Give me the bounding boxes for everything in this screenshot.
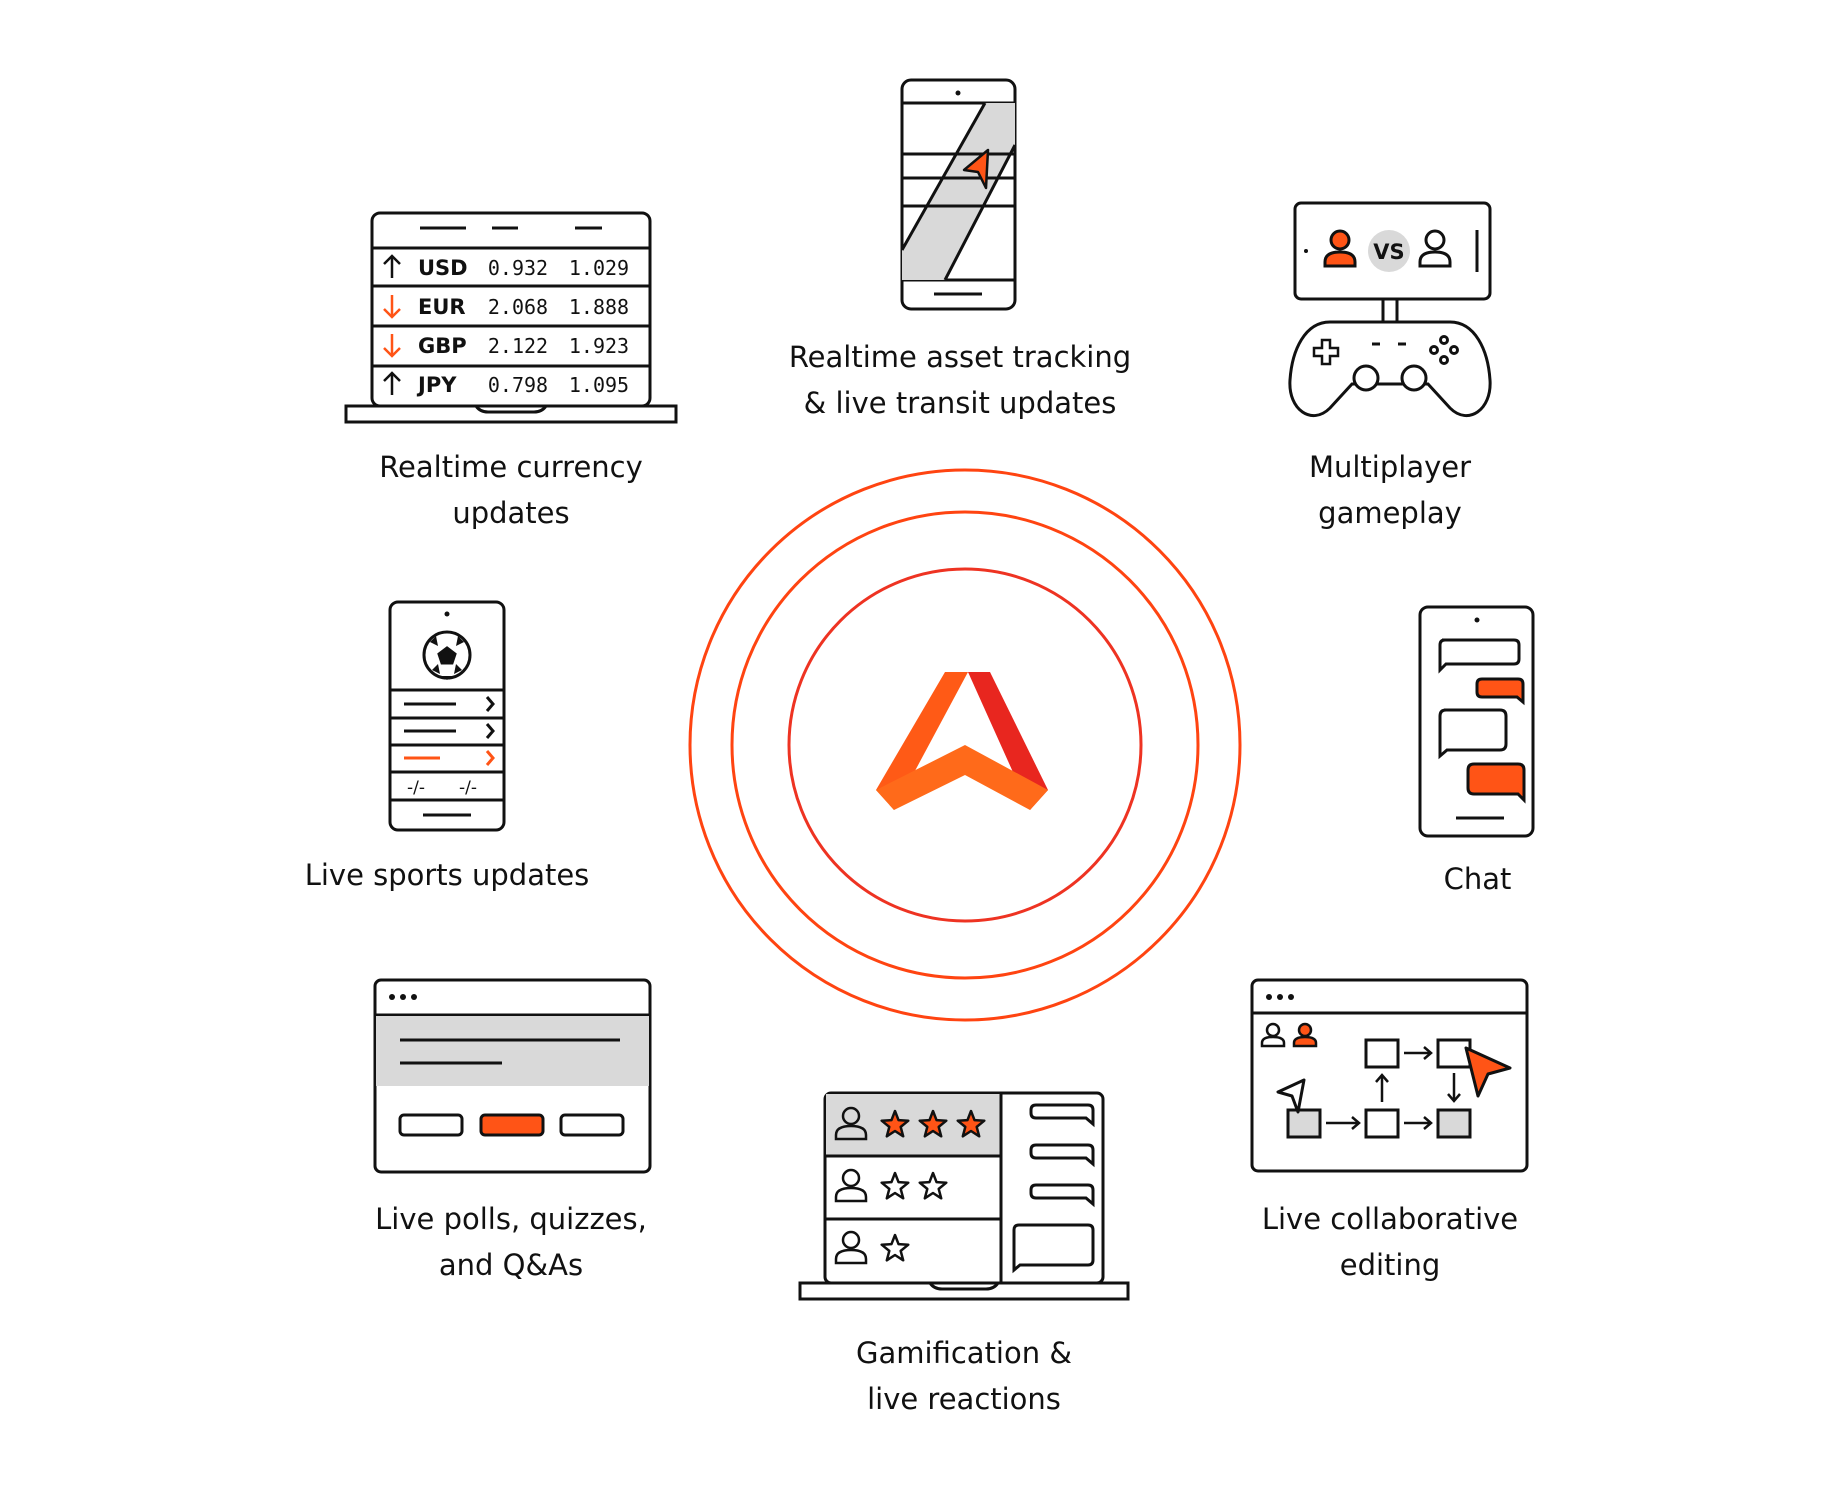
rating-row — [834, 1230, 910, 1265]
label-tracking: Realtime asset tracking & live transit u… — [760, 334, 1160, 426]
label-gamification: Gamification & live reactions — [790, 1330, 1138, 1422]
hub — [688, 468, 1242, 1022]
currency-bid: 2.068 — [488, 295, 548, 319]
star-outline-icon — [880, 1233, 910, 1262]
currency-ask: 1.029 — [569, 256, 629, 280]
star-filled-icon — [880, 1109, 910, 1138]
arrow-down-icon — [383, 295, 401, 319]
currency-row: GBP 2.122 1.923 — [383, 334, 629, 358]
currency-code: EUR — [418, 295, 466, 319]
label-tracking-line2: & live transit updates — [803, 386, 1117, 420]
label-chat: Chat — [1390, 856, 1565, 902]
user-icon — [834, 1168, 868, 1203]
gamepad-icon — [1288, 320, 1492, 418]
sports-illustration: -/- -/- — [388, 600, 506, 832]
poll-option-button — [559, 1113, 625, 1137]
player-one-icon — [1323, 229, 1357, 268]
poll-option-button-selected — [479, 1113, 545, 1137]
currency-row: EUR 2.068 1.888 — [383, 295, 629, 319]
user-icon — [834, 1106, 868, 1141]
label-gaming-line2: gameplay — [1318, 496, 1462, 530]
currency-ask: 1.095 — [569, 373, 629, 397]
chevron-right-icon — [485, 723, 495, 739]
soccer-ball-icon — [422, 630, 472, 680]
label-polls-line2: and Q&As — [438, 1248, 584, 1282]
chat-illustration — [1418, 605, 1535, 838]
chat-bubble-incoming — [1438, 638, 1521, 674]
currency-row: USD 0.932 1.029 — [383, 254, 629, 280]
chat-bubble-outgoing — [1466, 762, 1526, 804]
sports-score-right: -/- — [459, 778, 477, 798]
label-gaming: Multiplayer gameplay — [1250, 444, 1530, 536]
collaborator-icon-active — [1292, 1022, 1318, 1048]
currency-ask: 1.923 — [569, 334, 629, 358]
player-two-icon — [1418, 229, 1452, 268]
label-polls: Live polls, quizzes, and Q&As — [330, 1196, 692, 1288]
label-chat-line1: Chat — [1443, 862, 1512, 896]
currency-illustration — [344, 211, 678, 424]
vs-badge: VS — [1373, 240, 1404, 264]
rating-row — [834, 1106, 986, 1141]
label-currency-line1: Realtime currency — [379, 450, 643, 484]
currency-code: JPY — [416, 373, 457, 397]
navigation-arrow-icon — [962, 148, 990, 190]
currency-code: USD — [418, 256, 468, 280]
hub-ring-middle — [730, 510, 1200, 980]
cursor-arrow-icon — [1276, 1078, 1306, 1114]
label-polls-line1: Live polls, quizzes, — [375, 1202, 647, 1236]
currency-ask: 1.888 — [569, 295, 629, 319]
label-collab-line2: editing — [1339, 1248, 1441, 1282]
label-currency: Realtime currency updates — [330, 444, 692, 536]
label-gaming-line1: Multiplayer — [1308, 450, 1472, 484]
star-outline-icon — [880, 1171, 910, 1200]
poll-option-button — [398, 1113, 464, 1137]
label-gamification-line2: live reactions — [867, 1382, 1061, 1416]
label-gamification-line1: Gamification & — [856, 1336, 1072, 1370]
label-currency-line2: updates — [452, 496, 570, 530]
star-filled-icon — [956, 1109, 986, 1138]
currency-bid: 2.122 — [488, 334, 548, 358]
chevron-right-icon — [485, 750, 495, 766]
gaming-illustration: VS — [1288, 201, 1492, 418]
user-icon — [834, 1230, 868, 1265]
label-collab-line1: Live collaborative — [1261, 1202, 1519, 1236]
arrow-up-icon — [383, 254, 401, 278]
currency-code: GBP — [418, 334, 467, 358]
chat-bubble-incoming — [1438, 708, 1508, 760]
label-collab: Live collaborative editing — [1230, 1196, 1550, 1288]
ably-logo-icon — [876, 672, 1048, 810]
label-tracking-line1: Realtime asset tracking — [788, 340, 1132, 374]
hub-ring-inner — [787, 567, 1143, 923]
label-sports: Live sports updates — [290, 852, 604, 898]
currency-bid: 0.798 — [488, 373, 548, 397]
cursor-arrow-icon-active — [1464, 1046, 1512, 1098]
rating-row — [834, 1168, 948, 1203]
star-filled-icon — [918, 1109, 948, 1138]
star-rating-rows — [834, 1106, 986, 1265]
collaborator-icon — [1260, 1022, 1286, 1048]
sports-score-left: -/- — [407, 778, 425, 798]
arrow-up-icon — [383, 371, 401, 395]
tracking-illustration — [900, 78, 1017, 311]
chevron-right-icon — [485, 696, 495, 712]
currency-row: JPY 0.798 1.095 — [383, 371, 629, 397]
star-outline-icon — [918, 1171, 948, 1200]
arrow-down-icon — [383, 334, 401, 358]
chat-bubble-outgoing — [1475, 677, 1525, 706]
hub-ring-outer — [688, 468, 1242, 1022]
currency-bid: 0.932 — [488, 256, 548, 280]
polls-illustration — [373, 978, 652, 1174]
collab-illustration — [1250, 978, 1529, 1173]
label-sports-line1: Live sports updates — [304, 858, 590, 892]
